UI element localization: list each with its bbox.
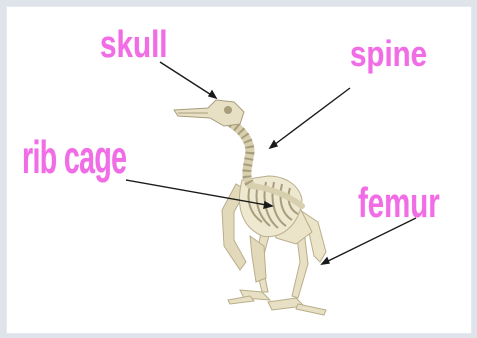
- skull-label: skull: [100, 26, 168, 64]
- skull-bone: [174, 100, 244, 126]
- skull-pointer-line: [160, 62, 216, 98]
- spine-label: spine: [350, 36, 427, 72]
- femur-label: femur: [358, 182, 440, 224]
- rib-cage-label: rib cage: [22, 134, 126, 180]
- skull-pointer-arrowhead: [209, 91, 216, 98]
- femur-pointer-arrowhead: [322, 258, 329, 264]
- bird-skeleton-illustration: [174, 100, 326, 315]
- spine-pointer-line: [270, 88, 350, 148]
- spine-pointer-arrowhead: [270, 141, 277, 148]
